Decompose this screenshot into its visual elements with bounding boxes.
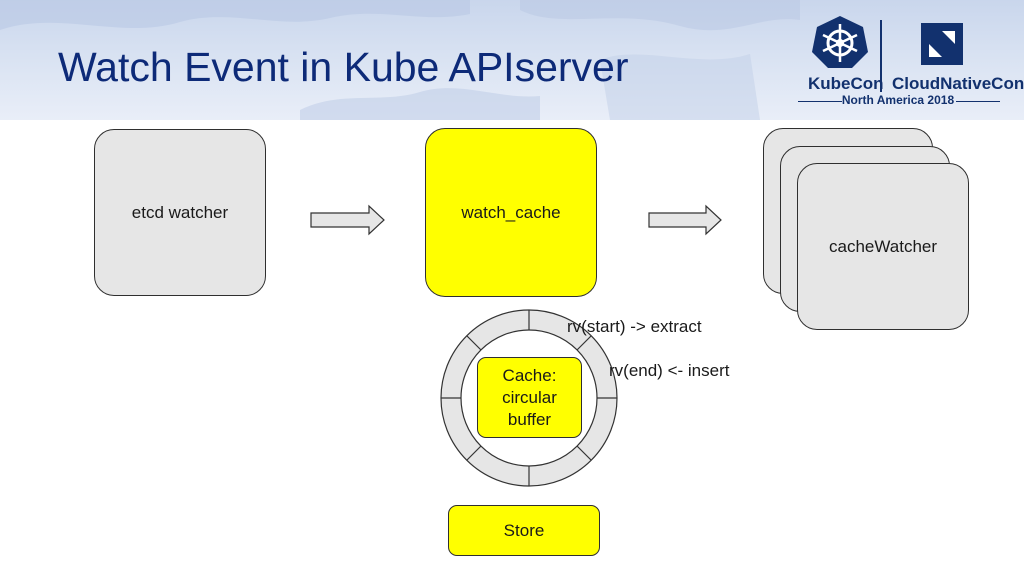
arrow-watchcache-to-cachewatcher [648, 204, 722, 236]
header-banner: Watch Event in Kube APIserver KubeCon Cl… [0, 0, 1024, 120]
logo-rule-right [956, 101, 1000, 102]
kubecon-logo: KubeCon CloudNativeCon North America 201… [796, 14, 1024, 110]
arrow-etcd-to-watchcache [310, 204, 385, 236]
world-map-background [0, 0, 800, 120]
etcd-watcher-label: etcd watcher [131, 202, 229, 222]
store-box: Store [448, 505, 600, 556]
logo-cloudnativecon-text: CloudNativeCon [892, 74, 1024, 93]
logo-subtitle: North America 2018 [841, 93, 955, 107]
store-label: Store [503, 520, 545, 540]
etcd-watcher-box: etcd watcher [94, 129, 266, 296]
logo-kubecon-text: KubeCon [808, 74, 884, 93]
logo-separator [880, 20, 882, 92]
watch-cache-box: watch_cache [425, 128, 597, 297]
cache-label-line1: Cache: [502, 365, 557, 385]
cache-watcher-box-front: cacheWatcher [797, 163, 969, 330]
kubernetes-helm-icon [812, 16, 868, 68]
cache-label-line2: circular [502, 387, 557, 407]
ring-segment-dividers [441, 310, 617, 486]
cncf-icon [921, 23, 963, 65]
cache-watcher-label: cacheWatcher [828, 236, 938, 256]
logo-rule-left [798, 101, 842, 102]
watch-cache-label: watch_cache [461, 202, 561, 222]
annotation-extract: rv(start) -> extract [567, 317, 702, 336]
annotation-insert: rv(end) <- insert [609, 361, 730, 380]
slide-title: Watch Event in Kube APIserver [58, 44, 629, 90]
cache-circular-buffer-box: Cache: circular buffer [477, 357, 582, 438]
cache-label-line3: buffer [507, 409, 552, 429]
